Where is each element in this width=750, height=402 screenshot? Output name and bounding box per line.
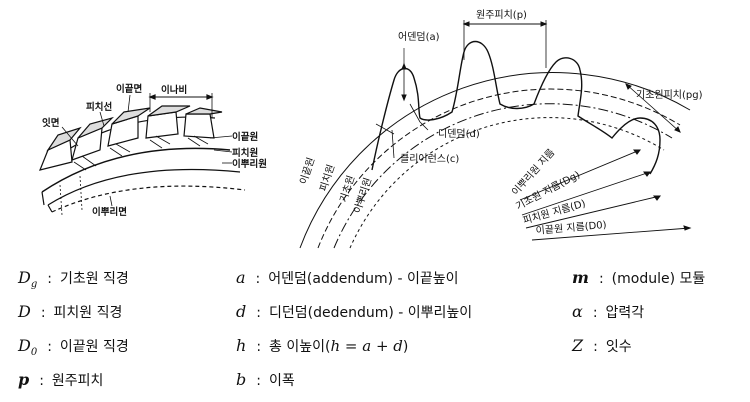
label-base-pitch: 기초원피치(pg) [636,89,703,101]
label-root-face: 이뿌리면 [92,206,127,218]
label-circle-tip: 이끝원 [297,156,317,186]
legend-item-tip-diameter: D0:이끝원 직경 [18,336,129,358]
label-pitch-line: 피치선 [86,101,112,113]
label-tip-circle: 이끝원 [232,131,258,143]
label-tooth-face: 잇면 [42,117,59,129]
gear-terminology-diagram: 이끝면 이나비 피치선 잇면 이끝원 피치원 이뿌리원 이뿌리면 [39,9,703,249]
legend-item-addendum: a:어덴덤(addendum) - 이끝높이 [236,268,459,287]
legend-item-pitch-diameter: D:피치원 직경 [18,302,123,321]
label-circle-base: 기초원 [337,174,357,204]
legend-item-base-diameter: Dg:기초원 직경 [18,268,129,290]
label-root-circle: 이뿌리원 [232,158,267,170]
gear-3d-illustration [39,93,246,216]
label-face-width: 이나비 [161,84,187,96]
label-circle-pitch: 피치원 [317,163,337,193]
legend-item-whole-depth: h:총 이높이(h = a + d) [236,336,409,355]
label-clearance: 클리어런스(c) [400,153,459,165]
label-pitch-circle: 피치원 [232,147,258,159]
legend-item-circular-pitch: p:원주피치 [18,370,104,389]
legend-item-dedendum: d:디던덤(dedendum) - 이뿌리높이 [236,302,473,321]
label-addendum: 어덴덤(a) [398,31,440,43]
symbol-legend: Dg:기초원 직경 D:피치원 직경 D0:이끝원 직경 p:원주피치 a:어덴… [0,262,750,402]
label-circular-pitch: 원주피치(p) [476,9,527,21]
label-dedendum: 디덴덤(d) [438,128,480,140]
legend-item-face-width: b:이폭 [236,370,295,389]
label-dia-tip: 이끝원 지름(D0) [535,219,607,237]
legend-item-module: m:(module) 모듈 [572,268,706,287]
label-addendum-face: 이끝면 [116,83,142,95]
legend-item-pressure-angle: α:압력각 [572,302,645,321]
legend-item-tooth-count: Z:잇수 [572,336,632,355]
gear-profile-illustration [299,20,692,249]
